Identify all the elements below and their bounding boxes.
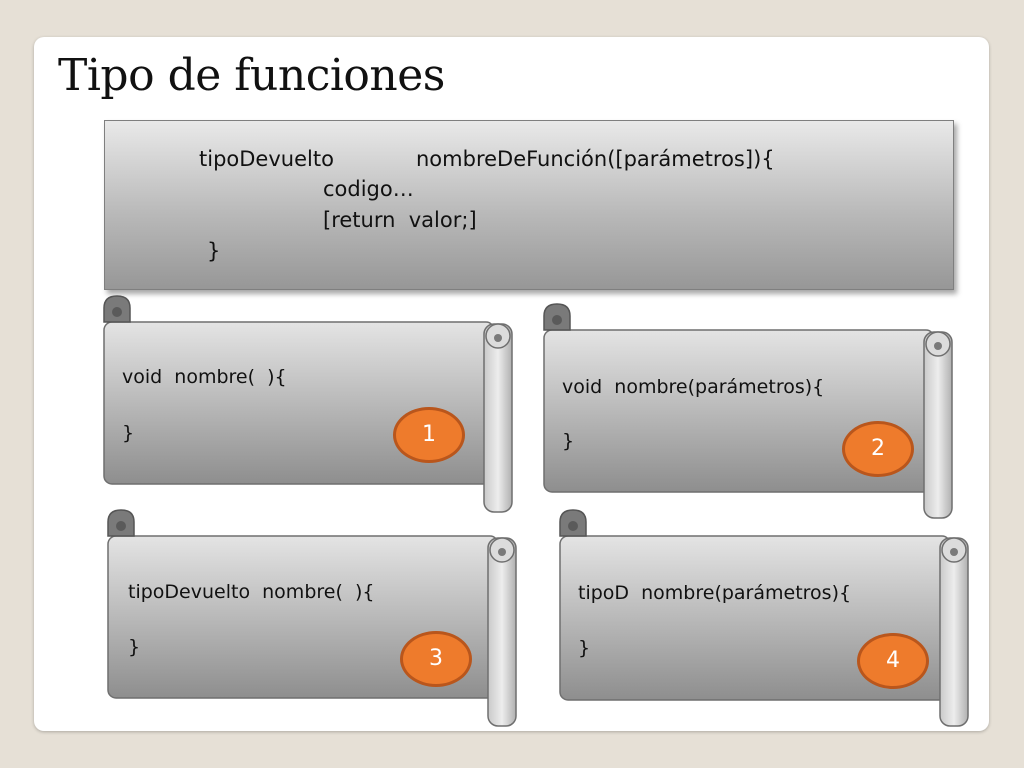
scroll-shape (103, 295, 513, 513)
syntax-return-line: [return valor;] (323, 208, 477, 232)
syntax-return-type: tipoDevuelto (199, 147, 334, 171)
card-code-line: void nombre( ){ (122, 366, 287, 388)
syntax-definition-box: tipoDevuelto nombreDeFunción([parámetros… (104, 120, 954, 290)
card-code-line: tipoDevuelto nombre( ){ (128, 581, 375, 603)
function-card-4: tipoD nombre(parámetros){ } 4 (559, 509, 970, 728)
function-card-2: void nombre(parámetros){ } 2 (543, 303, 954, 520)
badge-number-2: 2 (842, 421, 914, 477)
syntax-body-line: codigo… (323, 177, 414, 201)
scroll-shape (107, 509, 517, 727)
function-card-3: tipoDevuelto nombre( ){ } 3 (107, 509, 518, 728)
badge-number-1: 1 (393, 407, 465, 463)
function-card-1: void nombre( ){ } 1 (103, 295, 514, 514)
badge-number-3: 3 (400, 631, 472, 687)
card-code-line: tipoD nombre(parámetros){ (578, 582, 852, 604)
scroll-shape (543, 303, 953, 519)
syntax-closing-brace: } (207, 239, 221, 263)
card-closing-brace: } (562, 430, 575, 452)
scroll-shape (559, 509, 969, 727)
card-closing-brace: } (122, 422, 135, 444)
card-closing-brace: } (128, 636, 141, 658)
card-code-line: void nombre(parámetros){ (562, 376, 825, 398)
badge-number-4: 4 (857, 633, 929, 689)
slide-title: Tipo de funciones (58, 50, 445, 101)
card-closing-brace: } (578, 637, 591, 659)
syntax-function-signature: nombreDeFunción([parámetros]){ (416, 147, 775, 171)
